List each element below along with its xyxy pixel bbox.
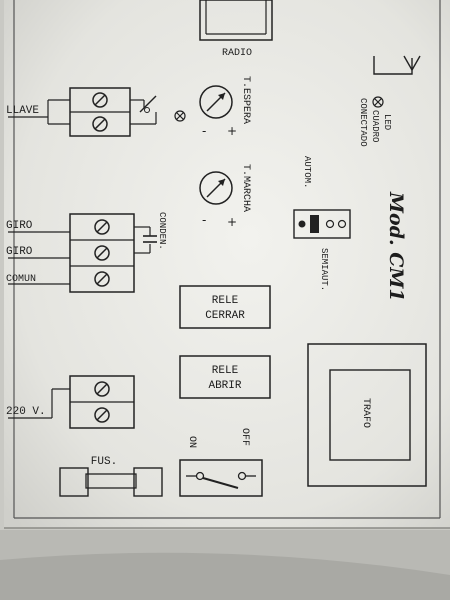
llave-terminal-block [8, 87, 157, 137]
capacitor-icon [143, 235, 157, 243]
rele-abrir-label-1: RELE [212, 365, 239, 377]
comun-label: COMUN [6, 274, 36, 285]
rele-cerrar-box: RELE CERRAR [179, 285, 271, 329]
power-terminal-block [8, 375, 135, 429]
t-espera-label: T.ESPERA [240, 76, 251, 124]
rele-cerrar-label-1: RELE [212, 295, 239, 307]
t-marcha-potentiometer-icon [199, 171, 233, 205]
power-switch-icon [179, 459, 263, 497]
t-espera-minus: - [202, 124, 206, 138]
cuadro-label: CUADRO [370, 110, 380, 142]
trafo-label: TRAFO [360, 398, 371, 428]
t-marcha-minus: - [202, 213, 206, 227]
fuse-icon [59, 467, 163, 497]
rele-abrir-box: RELE ABRIR [179, 355, 271, 399]
off-label: OFF [239, 428, 250, 446]
led-label: LED [382, 114, 392, 130]
semiaut-label: SEMIAUT. [319, 248, 329, 291]
radio-connector [199, 0, 273, 41]
v220-label: 220 V. [6, 406, 46, 418]
conden-label: CONDEN. [157, 212, 167, 250]
trafo-box: TRAFO [307, 343, 427, 487]
t-espera-plus: + [227, 124, 237, 138]
t-marcha-label: T.MARCHA [240, 164, 251, 212]
model-label: Mod. CM1 [385, 191, 407, 302]
autom-label: AUTOM. [302, 156, 312, 188]
rele-cerrar-label-2: CERRAR [205, 310, 245, 322]
mode-jumper [293, 209, 351, 239]
label-sheet [4, 0, 450, 528]
led-icon [372, 96, 384, 108]
giro-1-label: GIRO [6, 220, 33, 232]
enclosure-curve [0, 552, 450, 600]
llave-label: LLAVE [6, 105, 39, 117]
motor-terminal-block [8, 213, 151, 293]
radio-label: RADIO [222, 48, 252, 59]
lamp-icon [174, 110, 186, 122]
rele-abrir-label-2: ABRIR [208, 380, 241, 392]
conectado-label: CONECTADO [358, 98, 368, 147]
fus-label: FUS. [91, 456, 117, 468]
on-label: ON [186, 436, 197, 448]
t-marcha-plus: + [227, 215, 237, 229]
giro-2-label: GIRO [6, 246, 33, 258]
t-espera-potentiometer-icon [199, 85, 233, 119]
antenna-icon [373, 55, 421, 75]
